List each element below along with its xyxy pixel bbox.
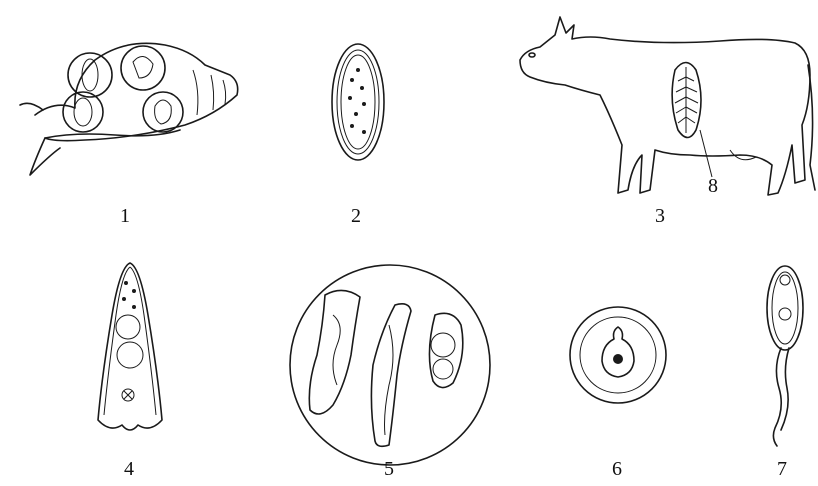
cow-host-figure bbox=[510, 5, 818, 205]
rediae-figure bbox=[285, 265, 495, 465]
egg-figure bbox=[328, 40, 388, 170]
fluke-pointer-label: 8 bbox=[708, 175, 718, 198]
stage-label-4: 4 bbox=[124, 458, 134, 481]
stage-label-5: 5 bbox=[384, 458, 394, 481]
cercaria-figure bbox=[755, 258, 815, 448]
stage-label-1: 1 bbox=[120, 205, 130, 228]
stage-label-6: 6 bbox=[612, 458, 622, 481]
stage-label-3: 3 bbox=[655, 205, 665, 228]
stage-label-7: 7 bbox=[777, 458, 787, 481]
snail-host-figure bbox=[15, 20, 255, 180]
cyst-figure bbox=[568, 305, 668, 405]
miracidium-figure bbox=[90, 255, 170, 440]
stage-label-2: 2 bbox=[351, 205, 361, 228]
